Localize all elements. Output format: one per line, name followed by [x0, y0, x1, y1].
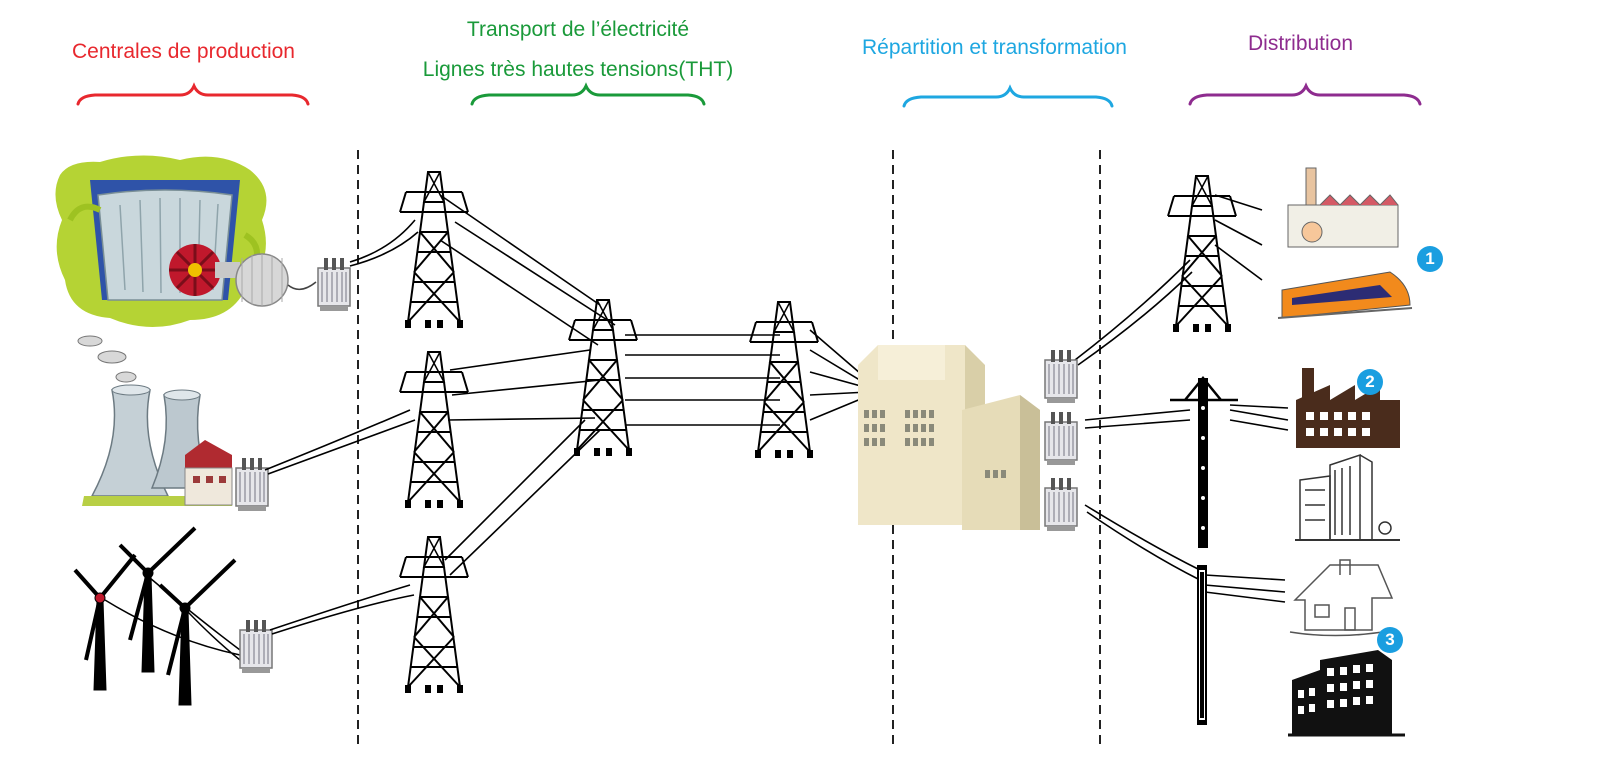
header-repartition: Répartition et transformation	[862, 36, 1127, 60]
header-distribution-label: Distribution	[1248, 32, 1354, 55]
pylon-icon	[399, 536, 469, 694]
transformer-icon	[1044, 477, 1078, 532]
office-building-icon	[1288, 650, 1405, 737]
workshop-icon	[1287, 167, 1399, 248]
header-transport: Transport de l’électricité Lignes très h…	[418, 10, 738, 90]
transformer-icon	[235, 457, 269, 512]
substation-icon	[858, 345, 1040, 530]
distribution-pole-icon	[1170, 376, 1238, 548]
consumer-badge-2: 2	[1357, 369, 1383, 395]
train-icon	[1277, 271, 1413, 319]
hydro-dam-icon	[55, 155, 317, 328]
brace-distribution	[1188, 82, 1422, 106]
consumer-badge-1: 1	[1417, 246, 1443, 272]
header-repartition-label: Répartition et transformation	[862, 36, 1127, 59]
transformer-icon	[317, 257, 351, 312]
brace-transport	[470, 82, 706, 106]
nuclear-plant-icon	[77, 335, 233, 506]
pylon-icon	[749, 301, 819, 459]
header-transport-line2: Lignes très hautes tensions(THT)	[422, 58, 734, 81]
header-distribution: Distribution	[1248, 32, 1353, 56]
transformer-icon	[239, 619, 273, 674]
wind-turbines-icon	[73, 526, 241, 706]
header-transport-line1: Transport de l’électricité	[466, 18, 690, 41]
section-separators	[357, 150, 1101, 748]
transformer-icon	[1044, 411, 1078, 466]
buildings-icon	[1295, 453, 1400, 541]
consumer-badge-3: 3	[1377, 627, 1403, 653]
header-production: Centrales de production	[72, 40, 295, 64]
pylon-icon	[399, 171, 469, 329]
brace-production	[76, 82, 310, 106]
pylon-icon	[399, 351, 469, 509]
house-icon	[1289, 559, 1396, 637]
section-braces	[76, 82, 1422, 108]
distribution-pole-icon	[1197, 565, 1207, 725]
transformer-icon	[1044, 349, 1078, 404]
brace-repartition	[902, 84, 1114, 108]
factory-icon	[1296, 368, 1400, 448]
header-production-label: Centrales de production	[72, 40, 295, 63]
